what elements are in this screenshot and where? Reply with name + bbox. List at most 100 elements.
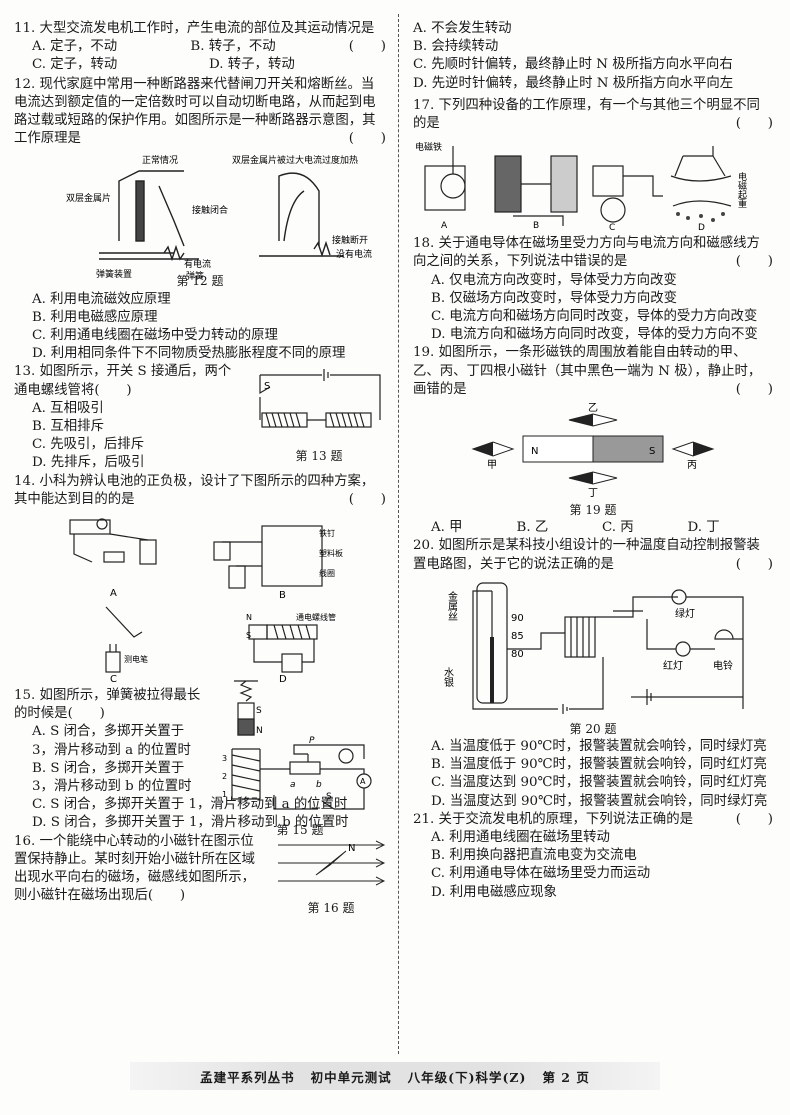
label-n: N (246, 613, 252, 622)
option-c[interactable]: C. 先吸引，后排斥 (32, 437, 145, 453)
answer-bracket[interactable]: ( ) (348, 131, 386, 147)
option-d[interactable]: D. S 闭合，多掷开关置于 1，滑片移动到 b 的位置时 (32, 815, 349, 831)
answer-bracket[interactable]: ( ) (67, 706, 105, 722)
question-11: 11. 大型交流发电机工作时，产生电流的部位及其运动情况是( ) A. 定子，不… (14, 20, 386, 75)
needle-yi-label: 乙 (588, 402, 598, 414)
figure-16: N 第 16 题 (276, 835, 386, 915)
option-b[interactable]: B. 乙 (516, 520, 549, 536)
figure-12: 正常情况 双层金属片被过大电流过度加热 双层金属片 接触闭合 弹簧装置 有电流 … (14, 151, 386, 283)
option-a[interactable]: A. 当温度低于 90℃时，报警装置就会响铃，同时绿灯亮 (431, 739, 767, 755)
label-no-current: 没有电流 (336, 248, 372, 260)
label-n-pole: N (256, 726, 263, 736)
label-p: P (309, 736, 315, 746)
question-20: 20. 如图所示是某科技小组设计的一种温度自动控制报警装置电路图，关于它的说法正… (413, 537, 773, 810)
option-b[interactable]: B. 互相排斥 (32, 419, 104, 435)
option-d[interactable]: D. 利用电磁感应现象 (431, 884, 557, 900)
option-d[interactable]: D. 先排斥，后吸引 (32, 455, 145, 471)
right-column: A. 不会发生转动 B. 会持续转动 C. 先顺时针偏转，最终静止时 N 极所指… (413, 20, 773, 902)
option-c[interactable]: C. 当温度达到 90℃时，报警装置就会响铃，同时红灯亮 (431, 775, 767, 791)
temperature-alarm-circuit: 金属丝 水银 90 85 80 绿灯 红灯 电铃 (442, 582, 744, 714)
footer-grade: 八年级(下)科学(Z) (407, 1069, 527, 1085)
label-solenoid: 通电螺线管 (296, 612, 336, 622)
option-a[interactable]: A. 仅电流方向改变时，导体受力方向改变 (431, 272, 677, 288)
four-devices-diagram: 电磁铁 电磁起重 A B C D (415, 141, 747, 233)
label-bell: 电铃 (713, 659, 733, 672)
option-b[interactable]: B. 仅磁场方向改变时，导体受力方向改变 (431, 290, 677, 306)
option-d[interactable]: D. 当温度达到 90℃时，报警装置就会响铃，同时绿灯亮 (431, 793, 768, 809)
question-19: 19. 如图所示，一条形磁铁的周围放着能自由转动的甲、乙、丙、丁四根小磁针（其中… (413, 344, 773, 537)
answer-bracket[interactable]: ( ) (147, 888, 186, 904)
label-metal-wire: 金属丝 (446, 590, 458, 621)
label-ammeter: A (360, 777, 366, 786)
question-stem: 12. 现代家庭中常用一种断路器来代替闸刀开关和熔断丝。当电流达到额定值的一定倍… (14, 76, 386, 149)
label-plastic: 塑料板 (319, 548, 343, 558)
label-bimetal: 双层金属片 (66, 192, 111, 204)
option-c[interactable]: C. 先顺时针偏转，最终静止时 N 极所指方向水平向右 (413, 57, 733, 73)
figure-15: S N P a b 3 2 1 S A 第 15 题 (214, 679, 386, 839)
label-1: 1 (222, 790, 227, 799)
option-a[interactable]: A. 甲 (431, 520, 463, 536)
option-c[interactable]: C. 电流方向和磁场方向同时改变，导体的受力方向改变 (431, 309, 758, 325)
bar-magnet-compass-diagram: N S 乙 甲 丙 丁 (471, 402, 715, 499)
answer-bracket[interactable]: ( ) (735, 254, 773, 270)
option-b[interactable]: B. 会持续转动 (413, 39, 499, 55)
answer-bracket[interactable]: ( ) (735, 381, 773, 397)
option-b[interactable]: B. 转子，不动 (190, 39, 276, 55)
option-c[interactable]: C. 利用通电线圈在磁场中受力转动的原理 (32, 328, 278, 344)
device-a-label: A (441, 221, 448, 231)
label-2: 2 (222, 772, 227, 781)
label-mercury: 水银 (442, 667, 454, 688)
figure-17: 电磁铁 电磁起重 A B C D (413, 136, 773, 233)
label-contact-closed: 接触闭合 (192, 204, 228, 216)
solenoid-circuit: S (259, 369, 381, 429)
answer-bracket[interactable]: ( ) (735, 556, 773, 572)
label-normal: 正常情况 (142, 154, 178, 166)
label-tester: 测电笔 (124, 654, 148, 664)
label-electromagnet: 电磁铁 (415, 141, 442, 153)
device-b-label: B (533, 221, 539, 231)
option-b[interactable]: B. S 闭合，多掷开关置于 3，滑片移动到 b 的位置时 (32, 760, 192, 795)
option-b[interactable]: B. 当温度低于 90℃时，报警装置就会响铃，同时红灯亮 (431, 757, 767, 773)
option-c[interactable]: C. S 闭合，多掷开关置于 1，滑片移动到 a 的位置时 (32, 797, 348, 813)
option-a[interactable]: A. 不会发生转动 (413, 21, 512, 36)
option-c[interactable]: C. 利用通电导体在磁场里受力而运动 (431, 866, 651, 882)
figure-20: 金属丝 水银 90 85 80 绿灯 红灯 电铃 (413, 577, 773, 717)
label-3: 3 (222, 754, 227, 763)
spring-solenoid-circuit: S N P a b 3 2 1 S A (222, 680, 372, 810)
option-a[interactable]: A. 定子，不动 (32, 39, 118, 55)
option-b[interactable]: B. 利用换向器把直流电变为交流电 (431, 848, 637, 864)
option-a[interactable]: A. 互相吸引 (32, 400, 104, 416)
question-stem: 21. 关于交流发电机的原理，下列说法正确的是( ) (413, 811, 773, 829)
option-d[interactable]: D. 转子，转动 (209, 57, 295, 73)
question-stem: 19. 如图所示，一条形磁铁的周围放着能自由转动的甲、乙、丙、丁四根小磁针（其中… (413, 344, 773, 399)
question-12: 12. 现代家庭中常用一种断路器来代替闸刀开关和熔断丝。当电流达到额定值的一定倍… (14, 76, 386, 364)
answer-bracket[interactable]: ( ) (735, 116, 773, 132)
compass-field-diagram: N (278, 840, 386, 886)
answer-bracket[interactable]: ( ) (348, 39, 386, 55)
answer-bracket[interactable]: ( ) (348, 491, 386, 507)
label-switch: S (326, 792, 332, 802)
option-d[interactable]: D. 电流方向和磁场方向同时改变，导体的受力方向不变 (431, 327, 758, 343)
figure-caption: 第 19 题 (569, 503, 617, 518)
option-a[interactable]: A. 利用电流磁效应原理 (32, 291, 171, 307)
option-d[interactable]: D. 丁 (687, 520, 720, 536)
question-stem: 20. 如图所示是某科技小组设计的一种温度自动控制报警装置电路图，关于它的说法正… (413, 537, 773, 573)
question-stem: 18. 关于通电导体在磁场里受力方向与电流方向和磁感线方向之间的关系，下列说法中… (413, 235, 773, 271)
option-c[interactable]: C. 定子，转动 (32, 57, 118, 73)
option-a[interactable]: A. 利用通电线圈在磁场里转动 (431, 830, 610, 846)
option-b[interactable]: B. 利用电磁感应原理 (32, 309, 158, 325)
question-stem: 13. 如图所示，开关 S 接通后，两个通电螺线管将( ) (14, 364, 232, 398)
answer-bracket[interactable]: ( ) (735, 811, 773, 827)
scheme-b-label: B (279, 590, 286, 601)
page-footer: 孟建平系列丛书 初中单元测试 八年级(下)科学(Z) 第 2 页 (130, 1062, 660, 1090)
figure-19: N S 乙 甲 丙 丁 (413, 402, 773, 499)
switch-label: S (264, 381, 270, 392)
answer-bracket[interactable]: ( ) (94, 382, 132, 398)
option-d[interactable]: D. 先逆时针偏转，最终静止时 N 极所指方向水平向左 (413, 75, 734, 91)
mark-85: 85 (511, 631, 524, 642)
option-a[interactable]: A. S 闭合，多掷开关置于 3，滑片移动到 a 的位置时 (32, 724, 191, 758)
magnet-s-label: S (649, 446, 655, 457)
option-c[interactable]: C. 丙 (602, 520, 634, 536)
option-d[interactable]: D. 利用相同条件下不同物质受热膨胀程度不同的原理 (32, 346, 346, 362)
